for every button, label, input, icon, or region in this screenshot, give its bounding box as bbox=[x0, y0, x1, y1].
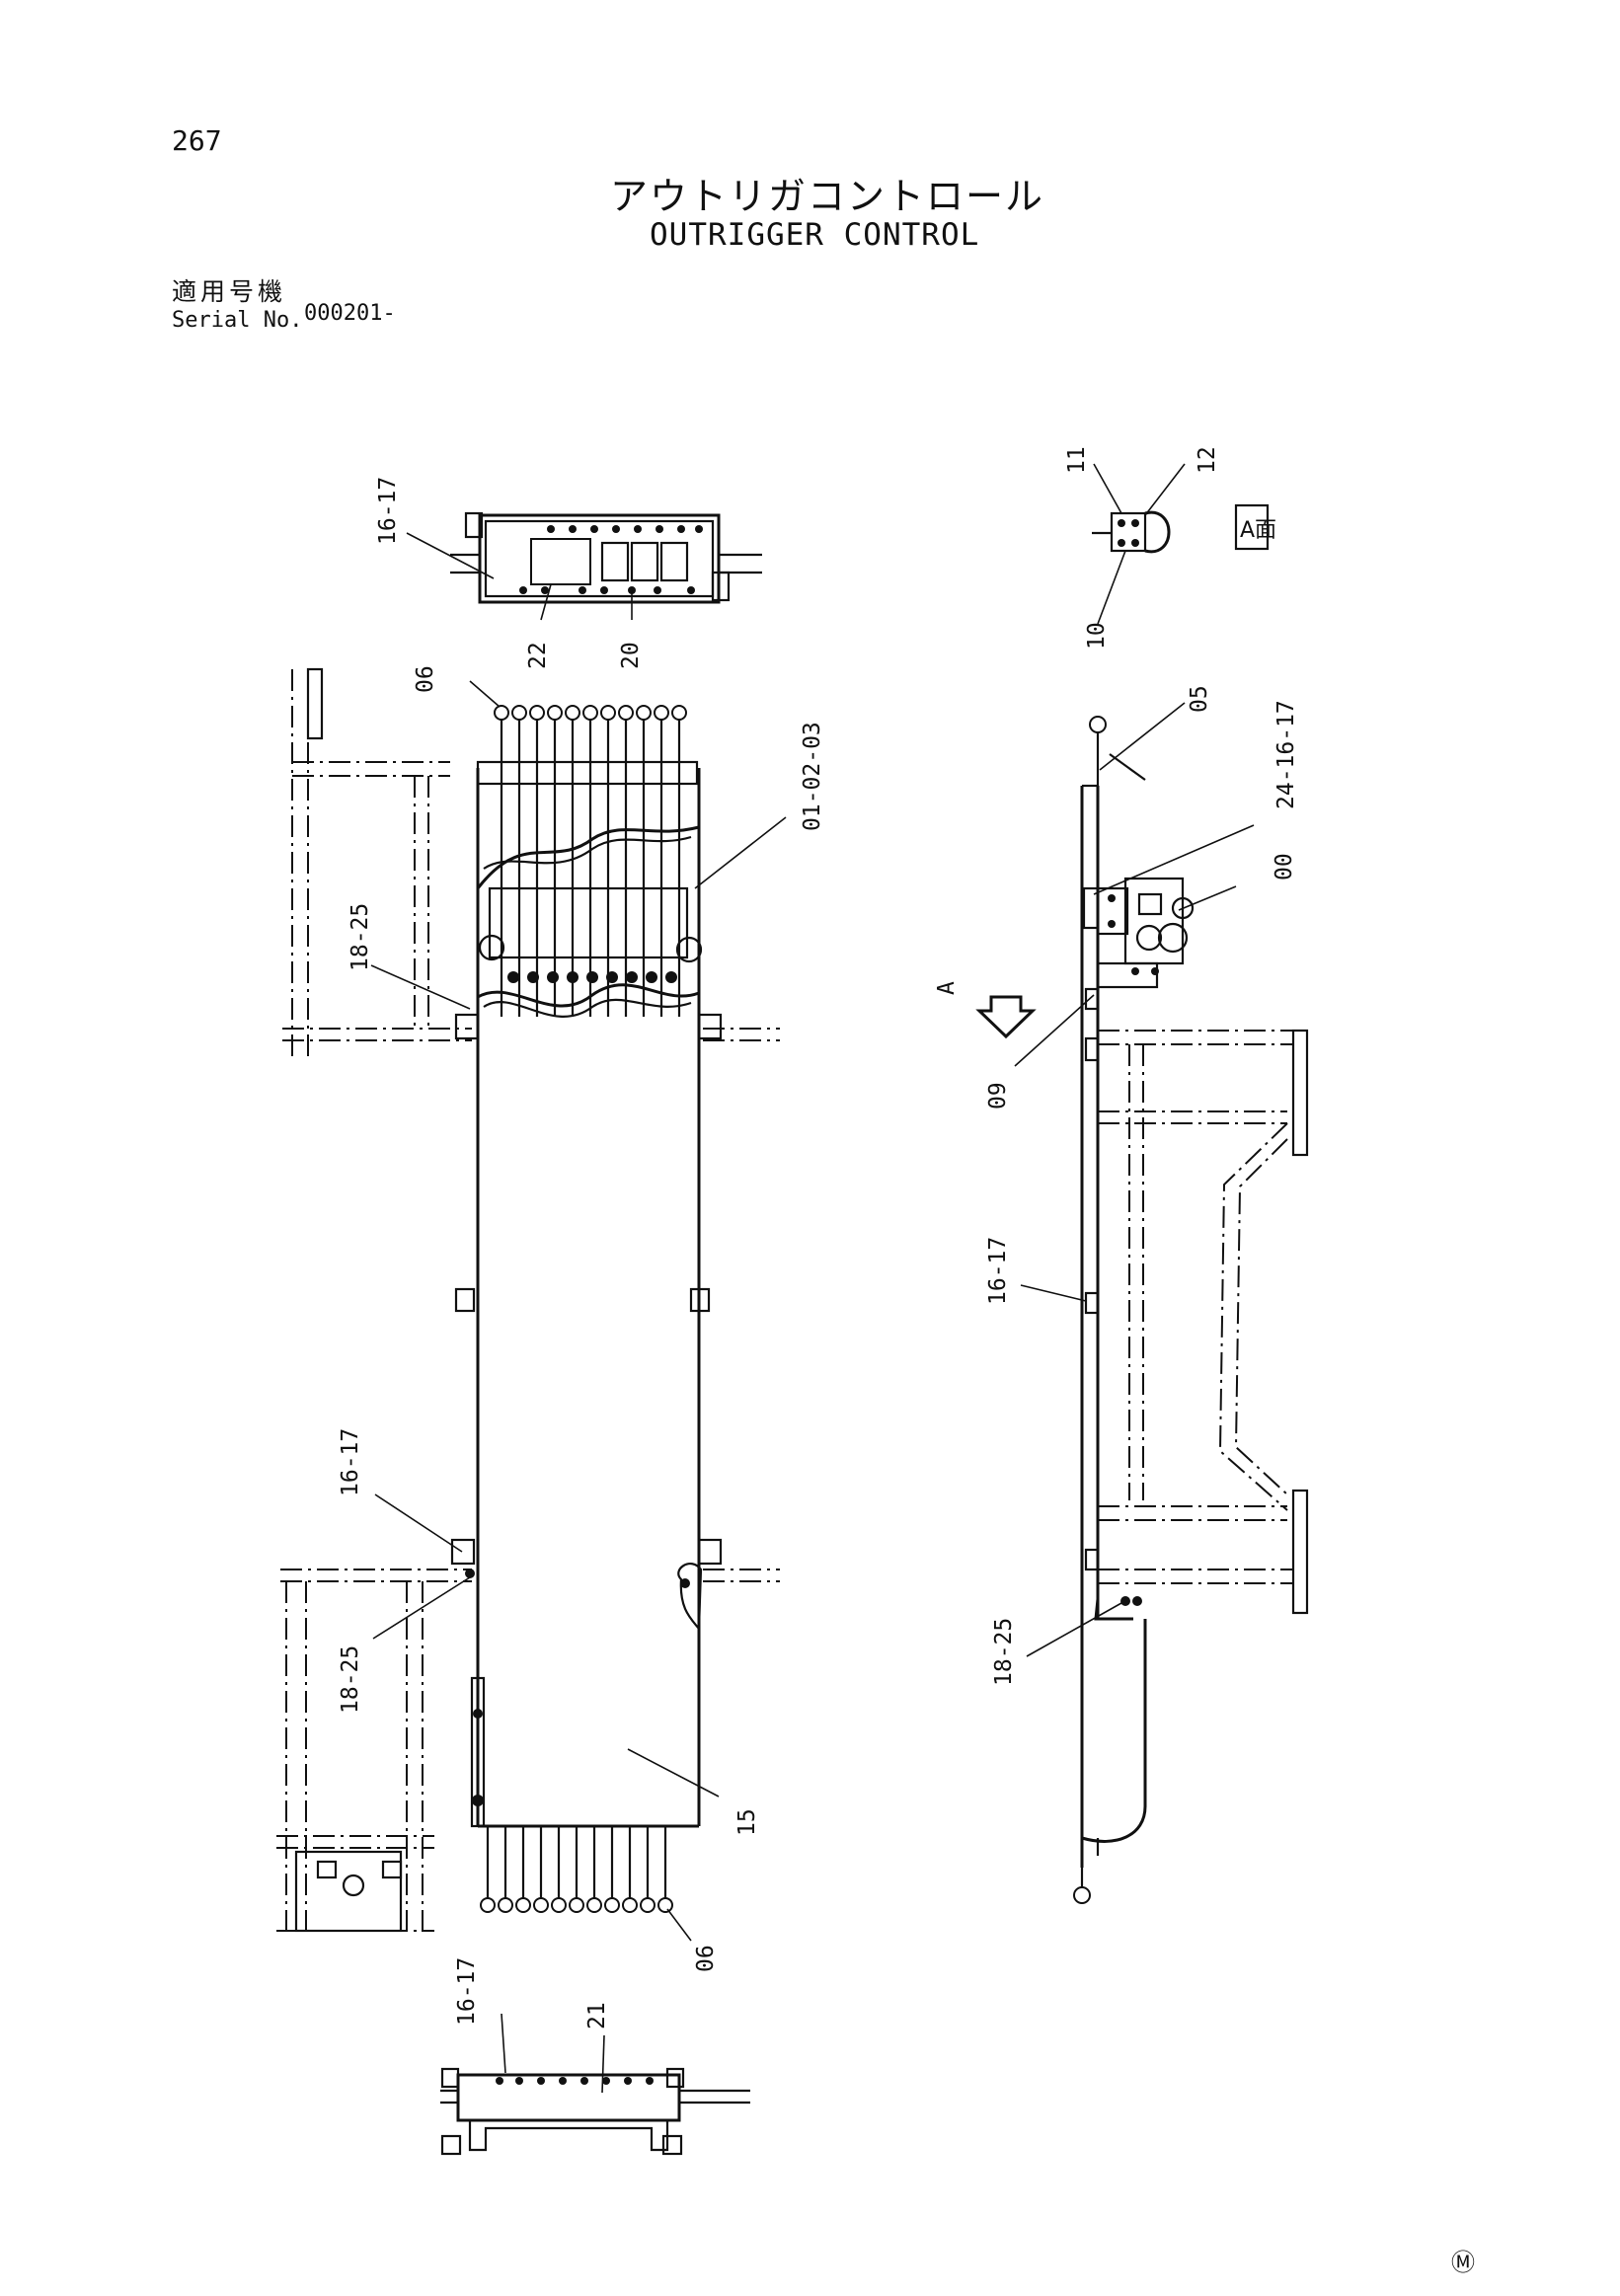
callout-21: 21 bbox=[584, 2002, 610, 2029]
lever-row-lower bbox=[480, 1826, 673, 1913]
serial-label-japanese: 適用号機 bbox=[172, 277, 287, 306]
callout-20: 20 bbox=[618, 642, 644, 669]
view-a-arrow: A bbox=[934, 981, 1037, 1039]
view-arrow-label: A bbox=[934, 981, 960, 995]
frame-left bbox=[276, 667, 780, 1935]
top-valve-box bbox=[450, 511, 762, 604]
serial-label-english: Serial No. bbox=[172, 308, 303, 333]
callout-12: 12 bbox=[1195, 446, 1220, 474]
callout-15: 15 bbox=[734, 1808, 760, 1836]
title-japanese: アウトリガコントロール bbox=[610, 175, 1045, 218]
side-valve-body bbox=[1084, 877, 1195, 1011]
callout-06-top: 06 bbox=[413, 665, 438, 693]
callout-09: 09 bbox=[985, 1082, 1011, 1110]
callout-18-25-side: 18-25 bbox=[991, 1618, 1017, 1686]
manufacturer-mark: Ⓜ bbox=[1451, 2249, 1475, 2276]
callout-05: 05 bbox=[1187, 685, 1212, 713]
callout-00: 00 bbox=[1272, 853, 1297, 880]
lever-valve-spools bbox=[478, 886, 703, 983]
detail-a: A面 bbox=[1092, 503, 1276, 554]
callout-16-17-bottom: 16-17 bbox=[454, 1957, 480, 2026]
callout-01-02-03: 01-02-03 bbox=[800, 722, 825, 831]
callout-10: 10 bbox=[1084, 622, 1110, 650]
page-number: 267 bbox=[172, 124, 222, 157]
side-view: A bbox=[934, 716, 1309, 1904]
serial-number-value: 000201- bbox=[304, 301, 396, 326]
main-cover-assembly bbox=[450, 705, 723, 1913]
callout-16-17-side: 16-17 bbox=[985, 1237, 1011, 1305]
callout-11: 11 bbox=[1064, 446, 1090, 474]
callout-18-25-upper: 18-25 bbox=[347, 903, 373, 971]
callout-24-16-17: 24-16-17 bbox=[1273, 700, 1299, 809]
view-a-label: A面 bbox=[1240, 518, 1276, 543]
callout-labels: 16-17 22 20 06 01-02-03 18-25 16-17 18-2… bbox=[338, 446, 1299, 2029]
side-frame bbox=[1098, 1029, 1309, 1615]
callout-18-25-lower: 18-25 bbox=[338, 1645, 363, 1714]
title-english: OUTRIGGER CONTROL bbox=[650, 217, 980, 253]
callout-16-17-top: 16-17 bbox=[375, 477, 401, 545]
callout-16-17-left: 16-17 bbox=[338, 1428, 363, 1496]
leader-lines bbox=[370, 463, 1255, 2094]
lever-row-upper bbox=[494, 705, 687, 1017]
bottom-bracket bbox=[440, 2067, 750, 2156]
callout-06-bottom: 06 bbox=[693, 1945, 719, 1972]
callout-22: 22 bbox=[525, 642, 551, 669]
